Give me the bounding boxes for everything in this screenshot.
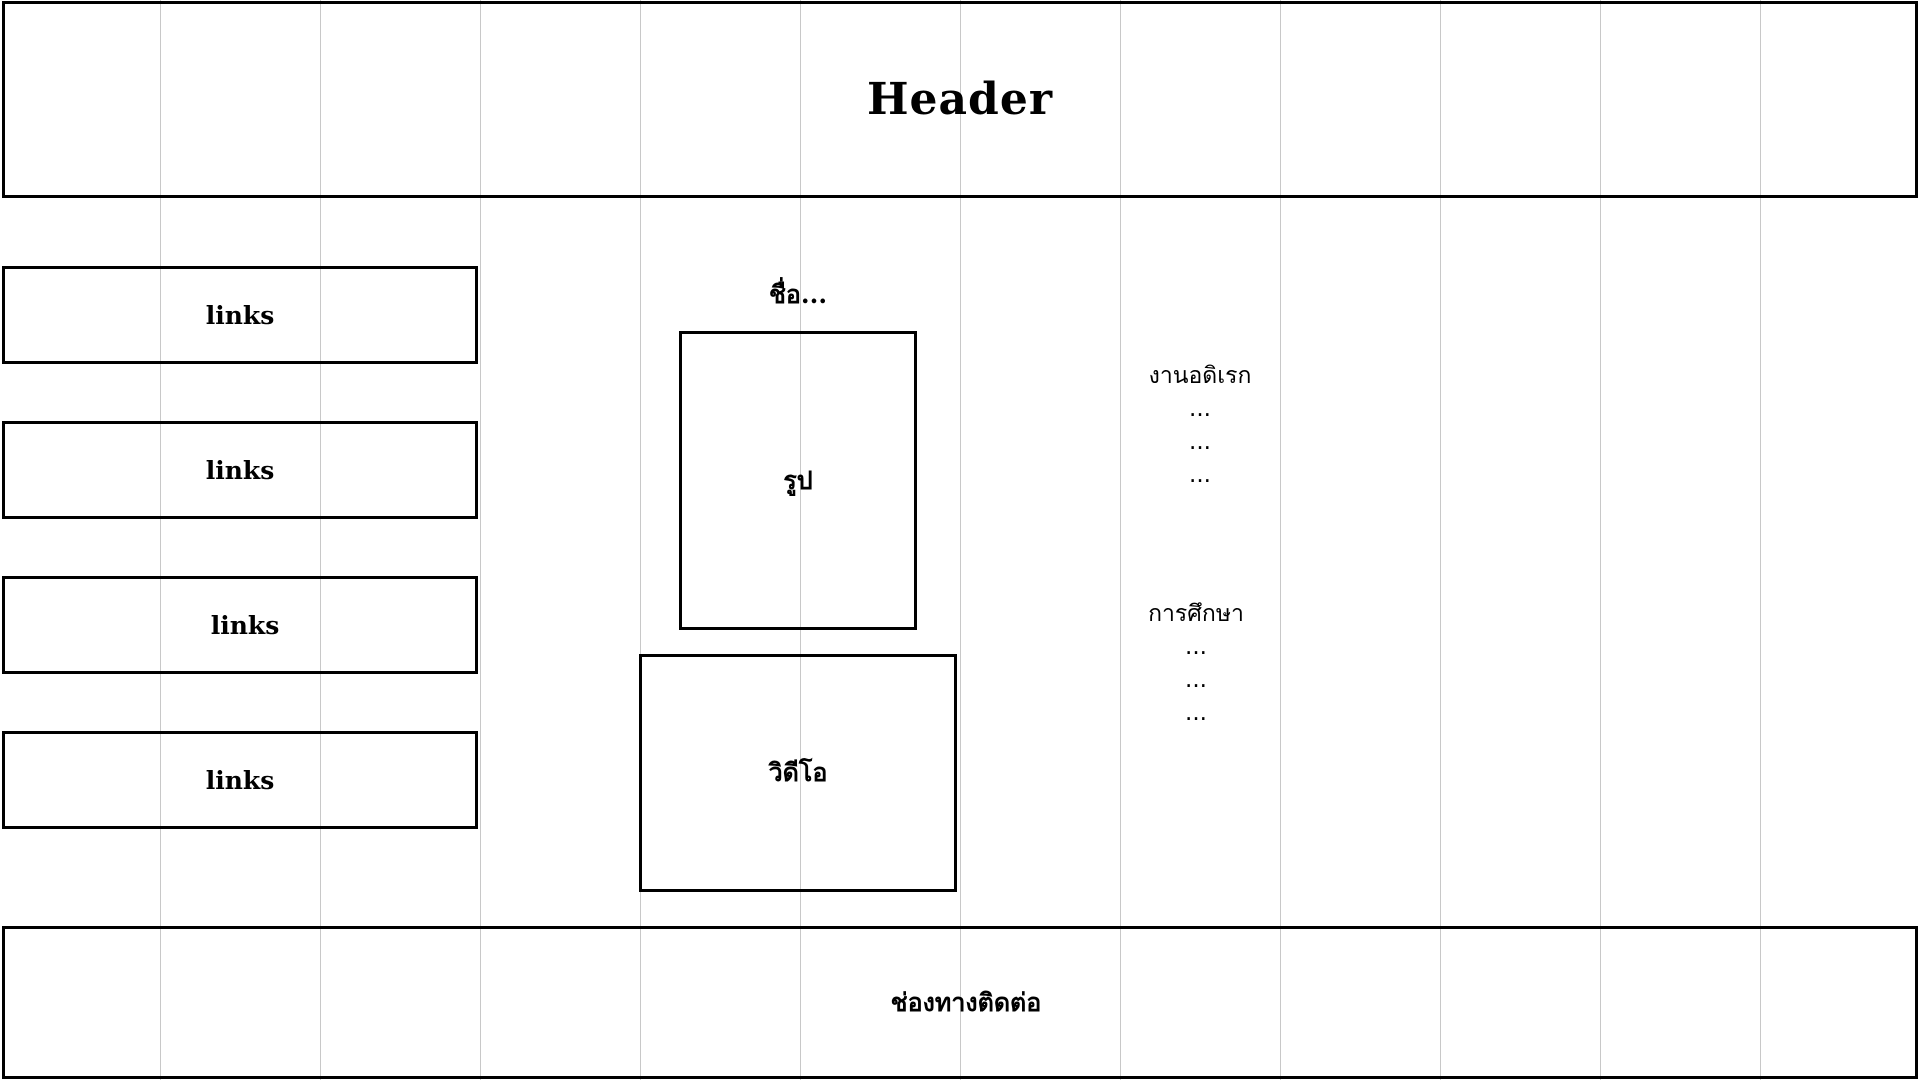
sidebar-link-label: links	[205, 300, 275, 330]
education-item: ...	[1185, 634, 1207, 660]
education-title: การศึกษา	[1148, 601, 1244, 627]
hobbies-section: งานอดิเรก ... ... ...	[1120, 360, 1280, 492]
grid-line	[1760, 0, 1761, 1080]
sidebar-link-label: links	[205, 455, 275, 485]
grid-line	[480, 0, 481, 1080]
photo-placeholder: รูป	[679, 331, 917, 630]
hobbies-item: ...	[1189, 429, 1211, 455]
sidebar-link-1[interactable]: links	[2, 266, 478, 364]
hobbies-item: ...	[1189, 462, 1211, 488]
grid-line	[640, 0, 641, 1080]
sidebar-link-4[interactable]: links	[2, 731, 478, 829]
header-title: Header	[866, 74, 1054, 125]
footer-contact-box: ช่องทางติดต่อ	[2, 926, 1918, 1079]
grid-line	[320, 0, 321, 1080]
grid-line	[1120, 0, 1121, 1080]
name-label: ชื่อ...	[768, 280, 828, 309]
education-item: ...	[1185, 700, 1207, 726]
header-box: Header	[2, 1, 1918, 198]
footer-contact-label: ช่องทางติดต่อ	[890, 987, 1042, 1017]
grid-line	[1280, 0, 1281, 1080]
education-item: ...	[1185, 667, 1207, 693]
sidebar-link-2[interactable]: links	[2, 421, 478, 519]
video-label: วิดีโอ	[768, 758, 828, 787]
photo-label: รูป	[783, 465, 813, 495]
sidebar-link-label: links	[205, 765, 275, 795]
grid-line	[1600, 0, 1601, 1080]
hobbies-title: งานอดิเรก	[1148, 363, 1252, 389]
hobbies-item: ...	[1189, 396, 1211, 422]
grid-line	[800, 0, 801, 1080]
education-section: การศึกษา ... ... ...	[1116, 598, 1276, 730]
grid-line	[160, 0, 161, 1080]
grid-line	[960, 0, 961, 1080]
sidebar-link-label: links	[210, 610, 280, 640]
grid-line	[1440, 0, 1441, 1080]
sidebar-link-3[interactable]: links	[2, 576, 478, 674]
video-placeholder[interactable]: วิดีโอ	[639, 654, 957, 892]
